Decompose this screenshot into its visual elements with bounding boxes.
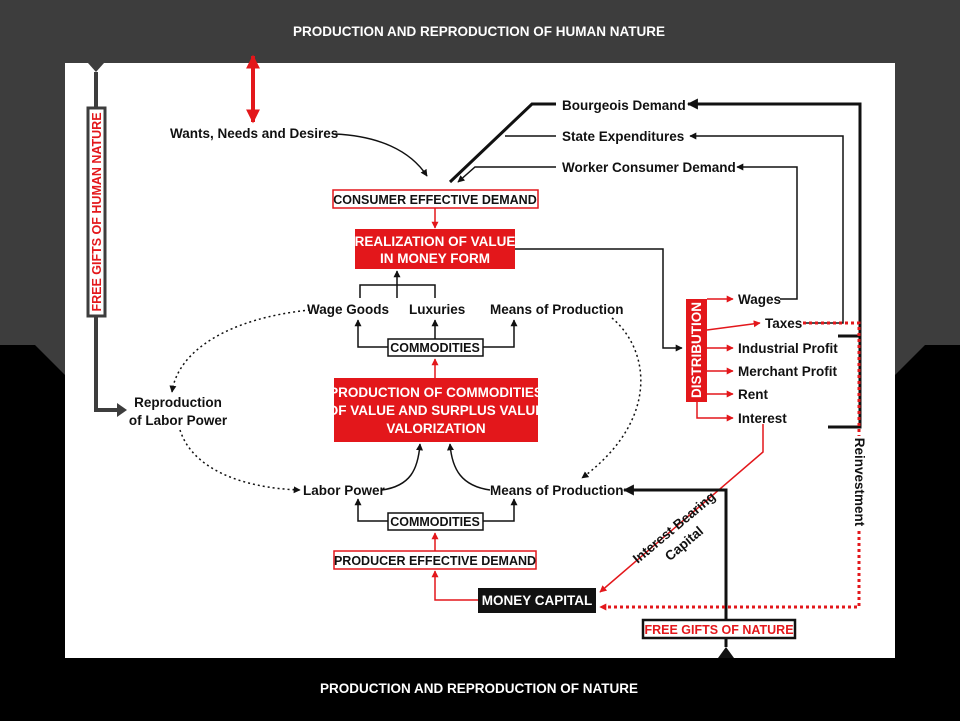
means-of-production-bottom: Means of Production [490, 483, 624, 498]
money-capital-label: MONEY CAPITAL [482, 593, 593, 608]
reproduction-line2: of Labor Power [129, 413, 228, 428]
production-line3: VALORIZATION [386, 421, 485, 436]
realization-line1: REALIZATION OF VALUE [355, 234, 516, 249]
production-line2: OF VALUE AND SURPLUS VALUE [328, 403, 545, 418]
commodities-to-means-bottom-arrow [483, 498, 518, 522]
production-line1: PRODUCTION OF COMMODITIES [329, 385, 543, 400]
wage-goods-to-reproduction-dotted [169, 309, 311, 393]
reinvestment-label-bg [852, 436, 867, 530]
reinvestment-label: Reinvestment [852, 438, 867, 527]
commodities-bottom-box [387, 512, 484, 531]
producer-effective-demand-label: PRODUCER EFFECTIVE DEMAND [334, 554, 536, 568]
realization-box [355, 229, 515, 269]
goods-bracket-top [359, 284, 436, 298]
interest: Interest [738, 411, 787, 426]
taxes: Taxes [765, 316, 802, 331]
wages-to-worker-demand-arrow [736, 163, 798, 300]
distribution-box [686, 299, 707, 402]
consumer-effective-demand-label: CONSUMER EFFECTIVE DEMAND [333, 193, 536, 207]
free-gifts-nature-label: FREE GIFTS OF NATURE [644, 623, 793, 637]
left-arrow-head [117, 403, 127, 417]
means-loop-dotted [581, 317, 642, 479]
means-to-production-arrow [446, 443, 491, 491]
wants-to-consumer-arrow [334, 133, 428, 177]
free-gifts-nature-box [641, 618, 797, 640]
realization-line2: IN MONEY FORM [380, 251, 490, 266]
realization-to-distribution-arrow [515, 248, 683, 352]
industrial-profit: Industrial Profit [738, 341, 838, 356]
commodities-to-labor-arrow [354, 498, 388, 522]
dist-taxes-arrow [706, 320, 761, 331]
rent: Rent [738, 387, 769, 402]
left-notch [88, 63, 104, 72]
left-line-bottom [94, 316, 117, 412]
state-expenditures: State Expenditures [562, 129, 684, 144]
commodities-top-box [387, 338, 484, 357]
reproduction-line1: Reproduction [134, 395, 222, 410]
labor-power: Labor Power [303, 483, 386, 498]
luxuries: Luxuries [409, 302, 465, 317]
bourgeois-to-consumer-line [448, 102, 556, 184]
nature-notch [718, 647, 734, 658]
money-capital-to-producer-arrow [431, 570, 478, 601]
commodities-top-label: COMMODITIES [390, 341, 480, 355]
means-of-production-top: Means of Production [490, 302, 624, 317]
free-gifts-human-nature-label: FREE GIFTS OF HUMAN NATURE [90, 112, 104, 311]
commodities-to-wage-goods-arrow [354, 319, 388, 348]
worker-consumer-demand: Worker Consumer Demand [562, 160, 736, 175]
dist-interest-arrow [696, 402, 734, 422]
distribution-label: DISTRIBUTION [689, 302, 704, 398]
interest-to-money-capital-line [599, 424, 764, 593]
money-capital-box [478, 588, 596, 613]
nature-to-means-arrow [622, 484, 728, 620]
frame-top-band [0, 0, 960, 375]
bourgeois-demand: Bourgeois Demand [562, 98, 686, 113]
profits-to-bourgeois-arrow [686, 98, 862, 383]
bottom-title: PRODUCTION AND REPRODUCTION OF NATURE [320, 681, 638, 696]
commodities-to-means-arrow [483, 319, 518, 348]
commodities-bottom-label: COMMODITIES [390, 515, 480, 529]
production-box [334, 378, 538, 442]
worker-to-consumer-line [457, 166, 556, 183]
wage-goods: Wage Goods [307, 302, 389, 317]
top-title: PRODUCTION AND REPRODUCTION OF HUMAN NAT… [293, 24, 665, 39]
wants-needs-desires: Wants, Needs and Desires [170, 126, 338, 141]
merchant-profit: Merchant Profit [738, 364, 838, 379]
producer-effective-demand-box [333, 550, 537, 570]
labor-to-production-arrow [381, 443, 424, 491]
wages: Wages [738, 292, 781, 307]
